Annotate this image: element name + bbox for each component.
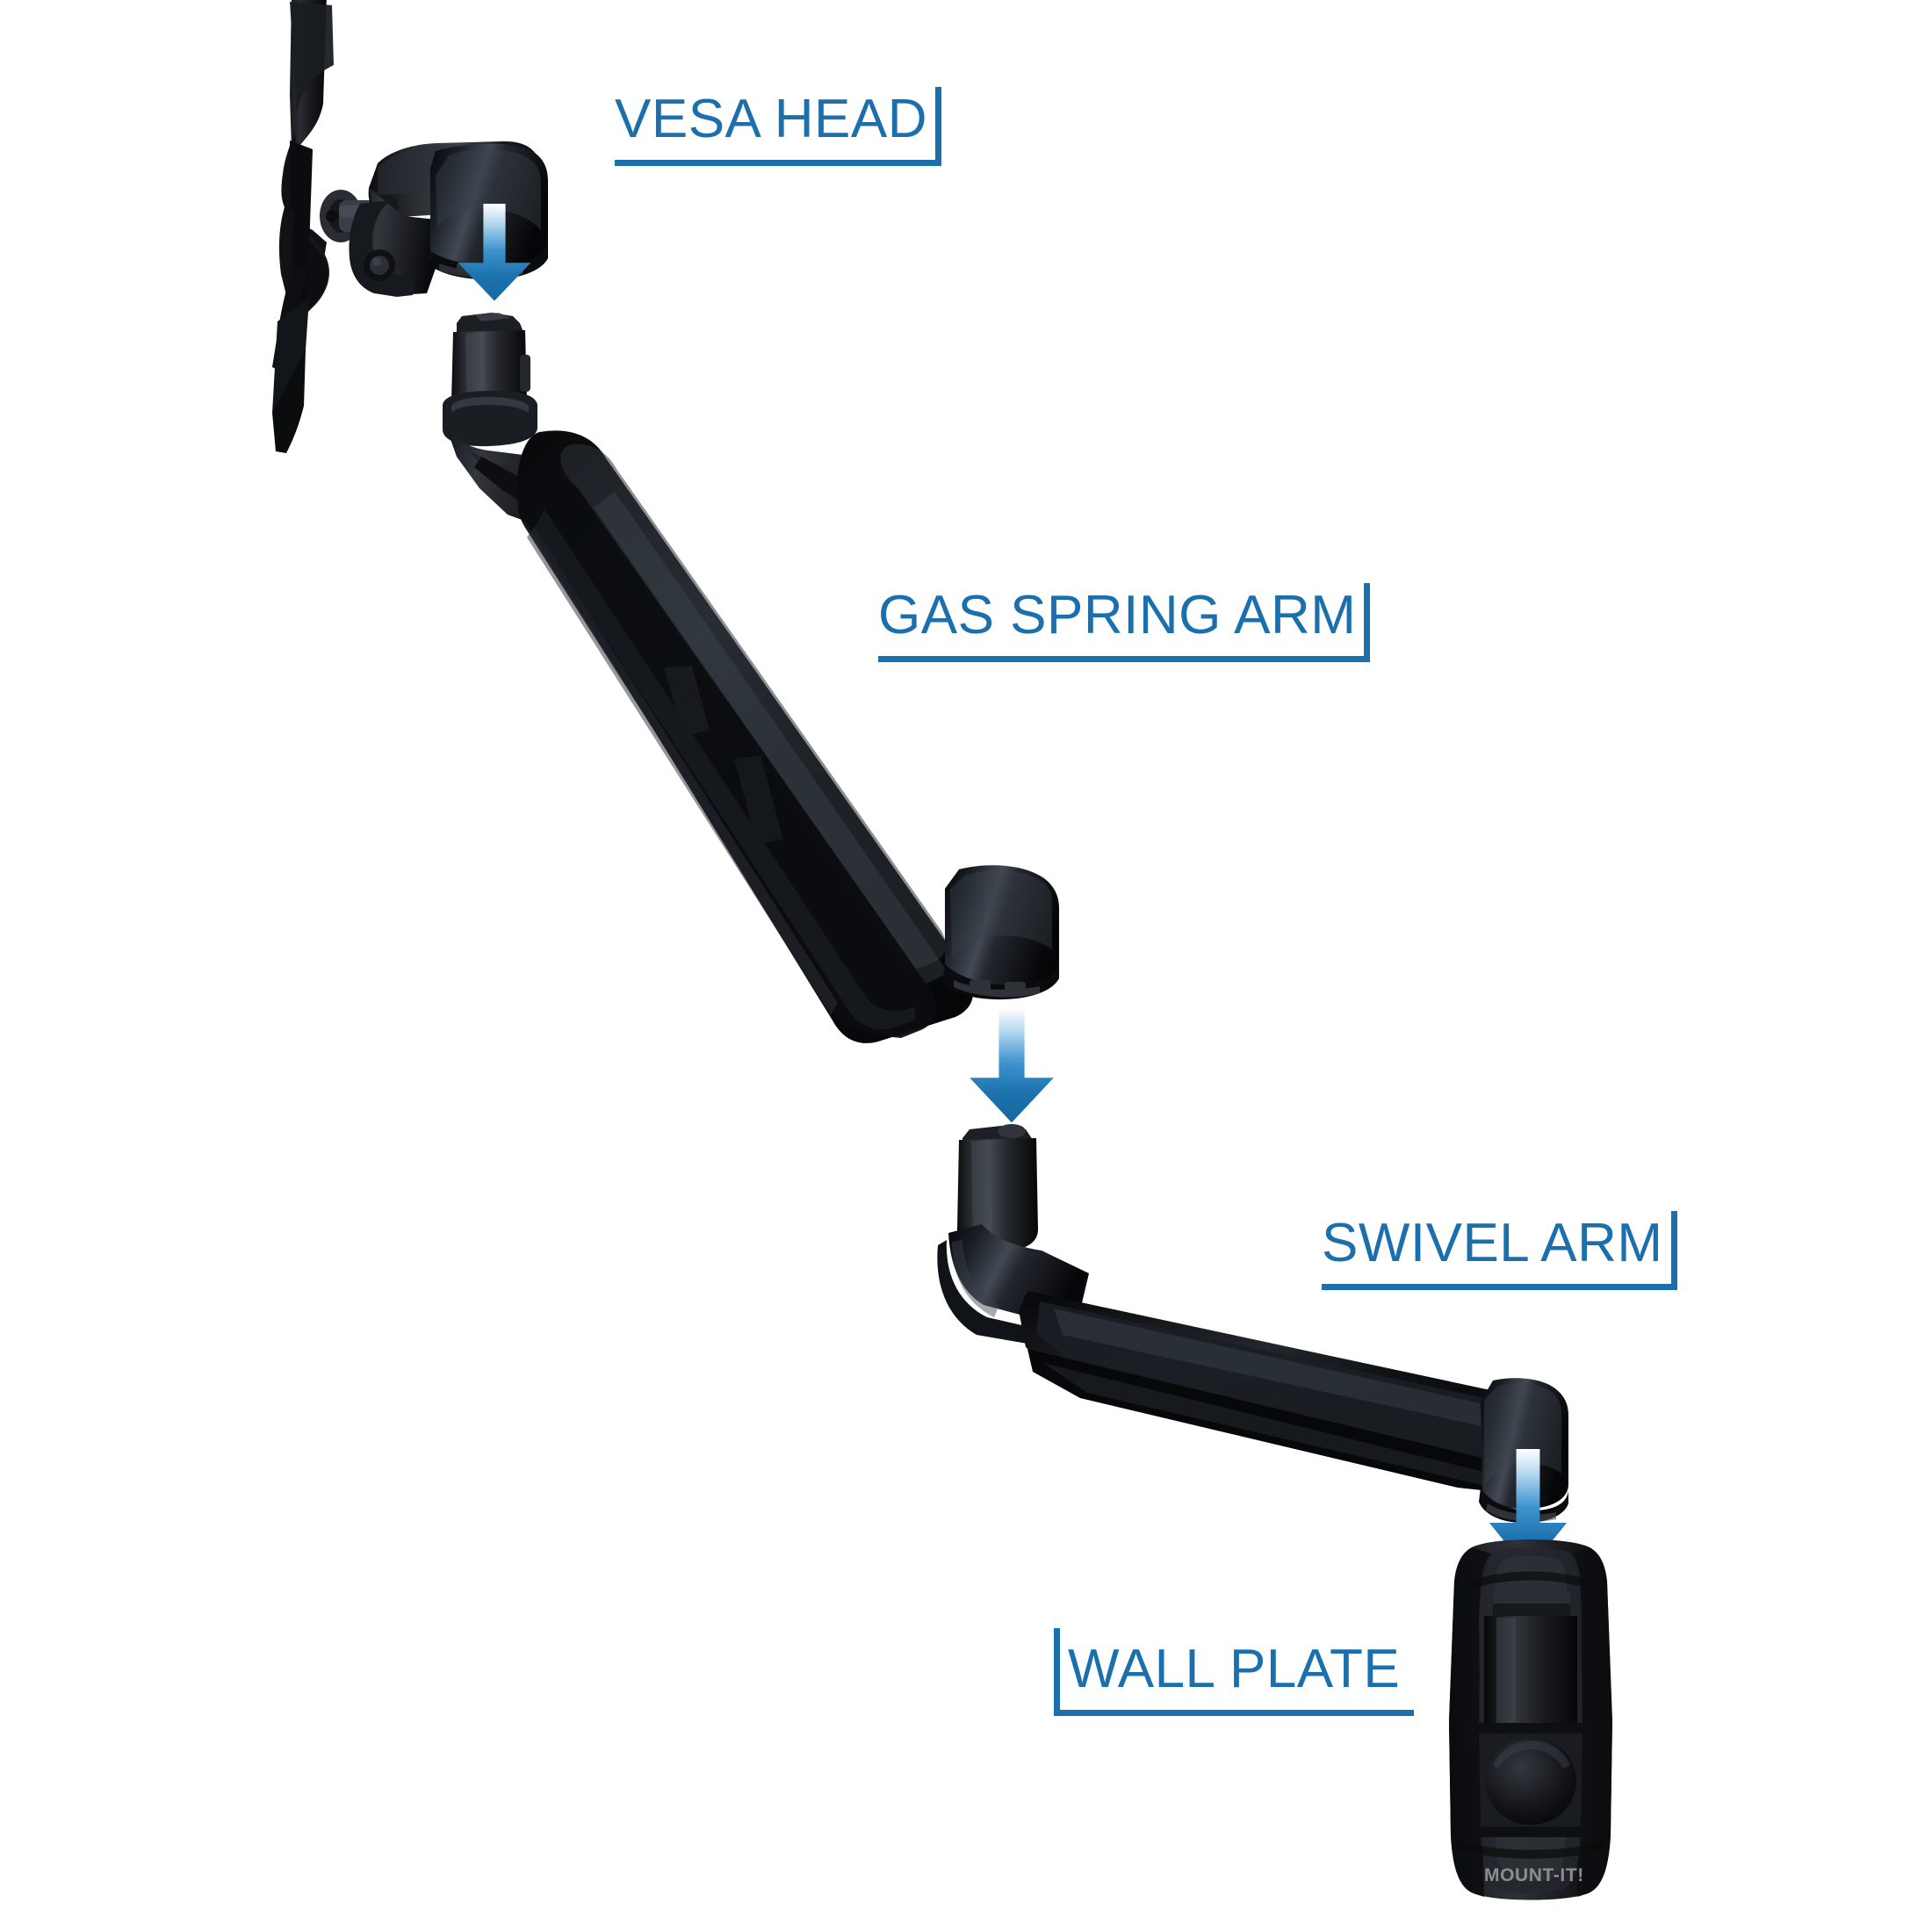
callout-swivel-arm: SWIVEL ARM [1322,1211,1677,1290]
gas-post-cap-hilite [474,313,511,321]
callout-gas-spring-arm: GAS SPRING ARM [878,583,1371,662]
callout-tick [1670,1211,1677,1290]
callout-label-vesa-head: VESA HEAD [615,89,927,149]
part-swivel-arm [937,1124,1568,1524]
callout-wall-plate: WALL PLATE [1054,1628,1414,1716]
gas-post-collar-hilite [451,397,529,413]
callout-tick [1364,583,1371,662]
swivel-end-barrel [1481,1378,1568,1510]
vesa-wing-tail-face [272,299,309,416]
swivel-post-cap-knob [998,1124,1026,1138]
gas-bottom-barrel-gloss [950,870,1052,959]
gas-bottom-rim-hilite [954,980,1040,998]
wall-plate-top-seam [1470,1571,1591,1590]
vesa-pivot-screw [326,210,338,222]
gas-arm-cover-specular [594,492,948,984]
swivel-arm-top-face [1036,1301,1528,1461]
gas-arm-body-edge [534,509,915,1030]
swivel-arm-specular [1054,1308,1519,1433]
wall-plate-inner-post [1484,1616,1577,1755]
wall-plate-brand-logo: MOUNT-IT! [1484,1865,1584,1885]
gas-bottom-barrel [945,865,1059,992]
vesa-wing-face-top [290,2,334,112]
wall-plate-bottom-seam [1458,1841,1605,1859]
gas-bottom-rim-notch-a [970,980,991,991]
arrow-gas-to-swivel [970,1008,1054,1123]
callout-rule [1054,1710,1414,1716]
swivel-elbow [948,1224,1089,1319]
gas-arm-body [517,474,936,1038]
callout-label-gas-spring-arm: GAS SPRING ARM [878,585,1357,645]
callout-vesa-head: VESA HEAD [615,87,941,166]
callout-rule [1322,1284,1677,1290]
wall-plate-receiver-lip [1493,1604,1570,1616]
vesa-head-barrel-gloss [436,149,541,230]
wall-plate-socket-hole [1485,1737,1576,1825]
callout-label-wall-plate: WALL PLATE [1068,1639,1401,1699]
vesa-plate-edge [278,207,302,309]
gas-post-keyway [520,355,530,392]
swivel-arm-lower-hilite [1043,1363,1493,1488]
swivel-elbow-hilite [952,1240,999,1317]
swivel-post-tube-hilite [971,1141,992,1247]
callout-tick [1054,1628,1060,1716]
callout-rule [615,160,941,166]
vesa-wing-tail-end [272,350,306,453]
gas-arm-side-tab-b [734,755,783,845]
gas-arm-body-hilite [527,527,838,1015]
gas-bottom-rim-notch-b [1005,982,1026,992]
gas-arm-cover-gloss [560,443,946,973]
callout-label-swivel-arm: SWIVEL ARM [1322,1213,1663,1273]
vesa-head-bolt-hilite [372,257,381,266]
swivel-elbow-underside [937,1240,1027,1344]
part-vesa-head [272,0,548,453]
gas-arm-side-tab-a [664,666,710,736]
part-wall-plate [1449,1539,1612,1900]
swivel-post-tube [957,1138,1038,1251]
part-gas-spring-arm [443,313,1059,1043]
callout-tick [934,87,941,166]
callout-rule [878,656,1371,662]
wall-plate-socket-hole-hilite [1493,1741,1570,1769]
swivel-end-barrel-gloss [1484,1383,1561,1488]
wall-plate-inner-post-hilite [1496,1618,1516,1751]
wall-plate-receiver-cap [1493,1586,1570,1604]
